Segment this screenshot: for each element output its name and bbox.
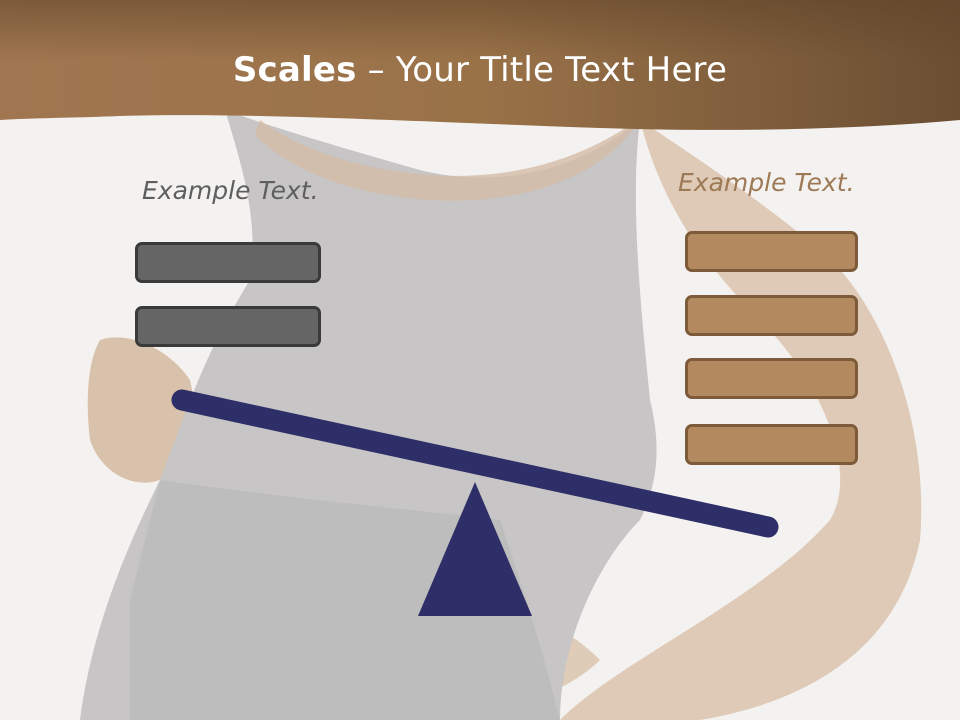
hand-left-shape bbox=[87, 337, 194, 483]
right-weight-block bbox=[685, 295, 858, 336]
right-label: Example Text. bbox=[678, 168, 855, 197]
right-weight-block bbox=[685, 231, 858, 272]
left-weight-block bbox=[135, 306, 321, 347]
title-strong: Scales bbox=[232, 50, 357, 90]
left-weight-block bbox=[135, 242, 321, 283]
slide-title: Scales – Your Title Text Here bbox=[0, 50, 960, 90]
scale-fulcrum bbox=[418, 482, 532, 616]
scale-beam bbox=[171, 389, 779, 538]
left-label: Example Text. bbox=[142, 176, 319, 205]
title-rest: – Your Title Text Here bbox=[356, 50, 728, 90]
right-weight-block bbox=[685, 358, 858, 399]
right-weight-block bbox=[685, 424, 858, 465]
